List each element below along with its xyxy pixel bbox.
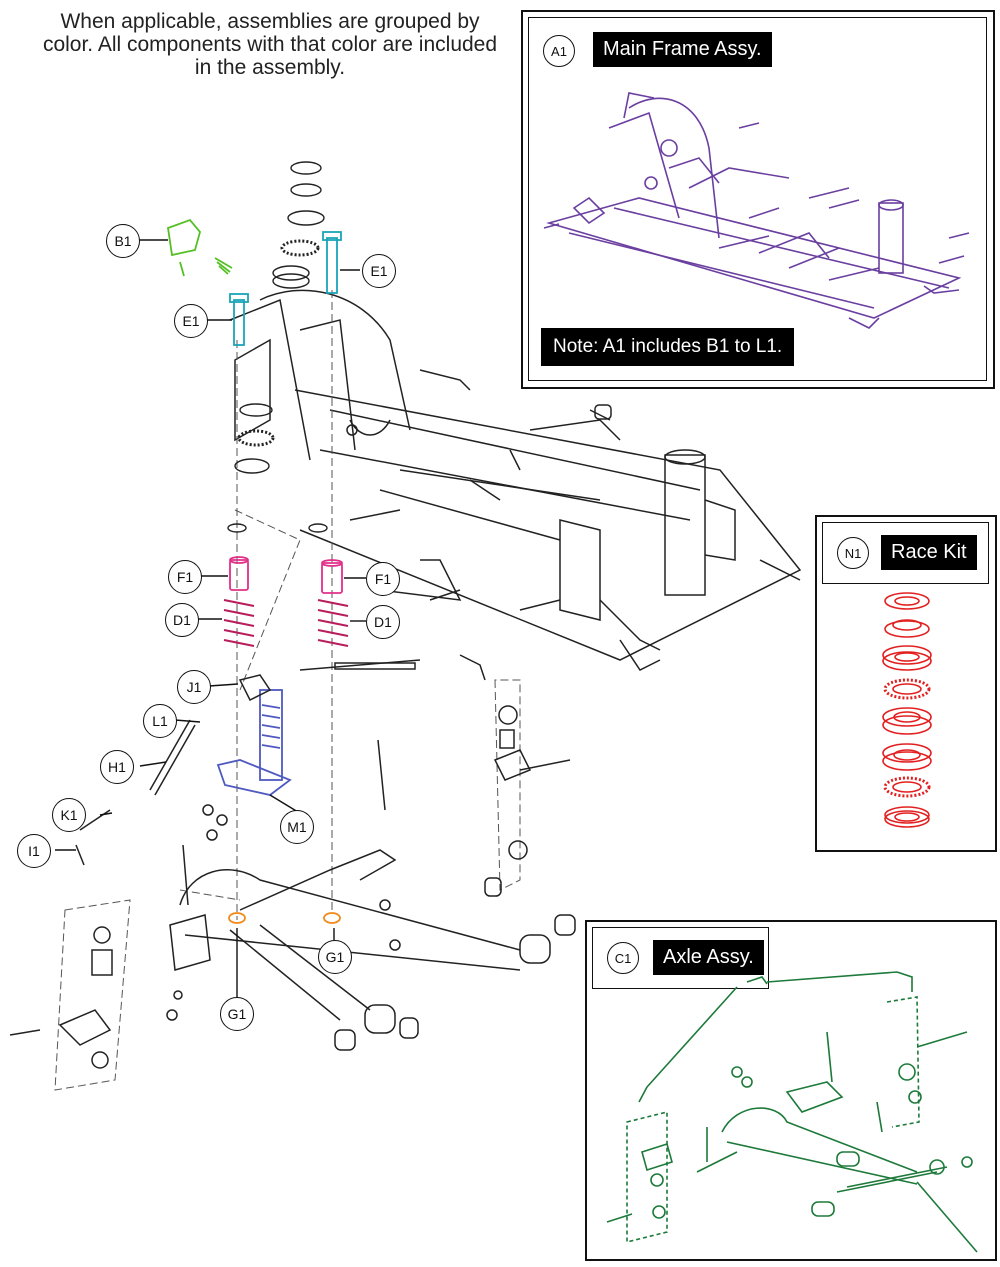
b1-bracket-part — [167, 218, 233, 277]
callout-k1: K1 — [52, 798, 86, 832]
race-kit-title: Race Kit — [881, 535, 977, 570]
callout-h1: H1 — [100, 750, 134, 784]
f1-spacers-part — [229, 556, 343, 594]
callout-g1-right: G1 — [318, 940, 352, 974]
callout-b1: B1 — [106, 224, 140, 258]
main-frame-code: A1 — [543, 35, 575, 67]
race-kit-parts — [882, 592, 932, 828]
g1-nuts-part — [228, 912, 341, 924]
top-race-stack — [227, 161, 328, 533]
d1-springs-part — [223, 599, 349, 647]
callout-f1-right: F1 — [366, 562, 400, 596]
e1-bolts-part — [229, 231, 342, 346]
main-frame-drawing — [229, 289, 802, 671]
callout-e1-left: E1 — [174, 304, 208, 338]
callout-f1-left: F1 — [168, 560, 202, 594]
race-kit-code: N1 — [837, 537, 869, 569]
main-frame-panel: A1 Main Frame Assy. Note — [521, 10, 995, 389]
race-kit-panel: N1 Race Kit — [815, 515, 997, 852]
callout-m1: M1 — [280, 810, 314, 844]
callout-e1-right: E1 — [362, 254, 396, 288]
axle-thumbnail — [606, 971, 978, 1253]
callout-i1: I1 — [17, 834, 51, 868]
intro-text: When applicable, assemblies are grouped … — [42, 10, 498, 79]
axle-panel: C1 Axle Assy. — [585, 920, 997, 1261]
callout-l1: L1 — [143, 704, 177, 738]
main-frame-thumbnail — [543, 92, 970, 329]
axle-drawing — [9, 654, 576, 1069]
callout-j1: J1 — [177, 670, 211, 704]
race-kit-panel-inner: N1 Race Kit — [822, 522, 989, 584]
axle-panel-inner: C1 Axle Assy. — [592, 927, 769, 989]
axle-code: C1 — [607, 942, 639, 974]
m1-kingpin-part — [216, 689, 292, 796]
main-frame-title: Main Frame Assy. — [593, 32, 772, 67]
main-frame-note: Note: A1 includes B1 to L1. — [541, 328, 795, 366]
axle-title: Axle Assy. — [653, 940, 764, 975]
callout-d1-left: D1 — [165, 603, 199, 637]
main-frame-panel-inner: A1 Main Frame Assy. Note — [528, 17, 987, 381]
callout-d1-right: D1 — [366, 605, 400, 639]
callout-g1-left: G1 — [220, 997, 254, 1031]
